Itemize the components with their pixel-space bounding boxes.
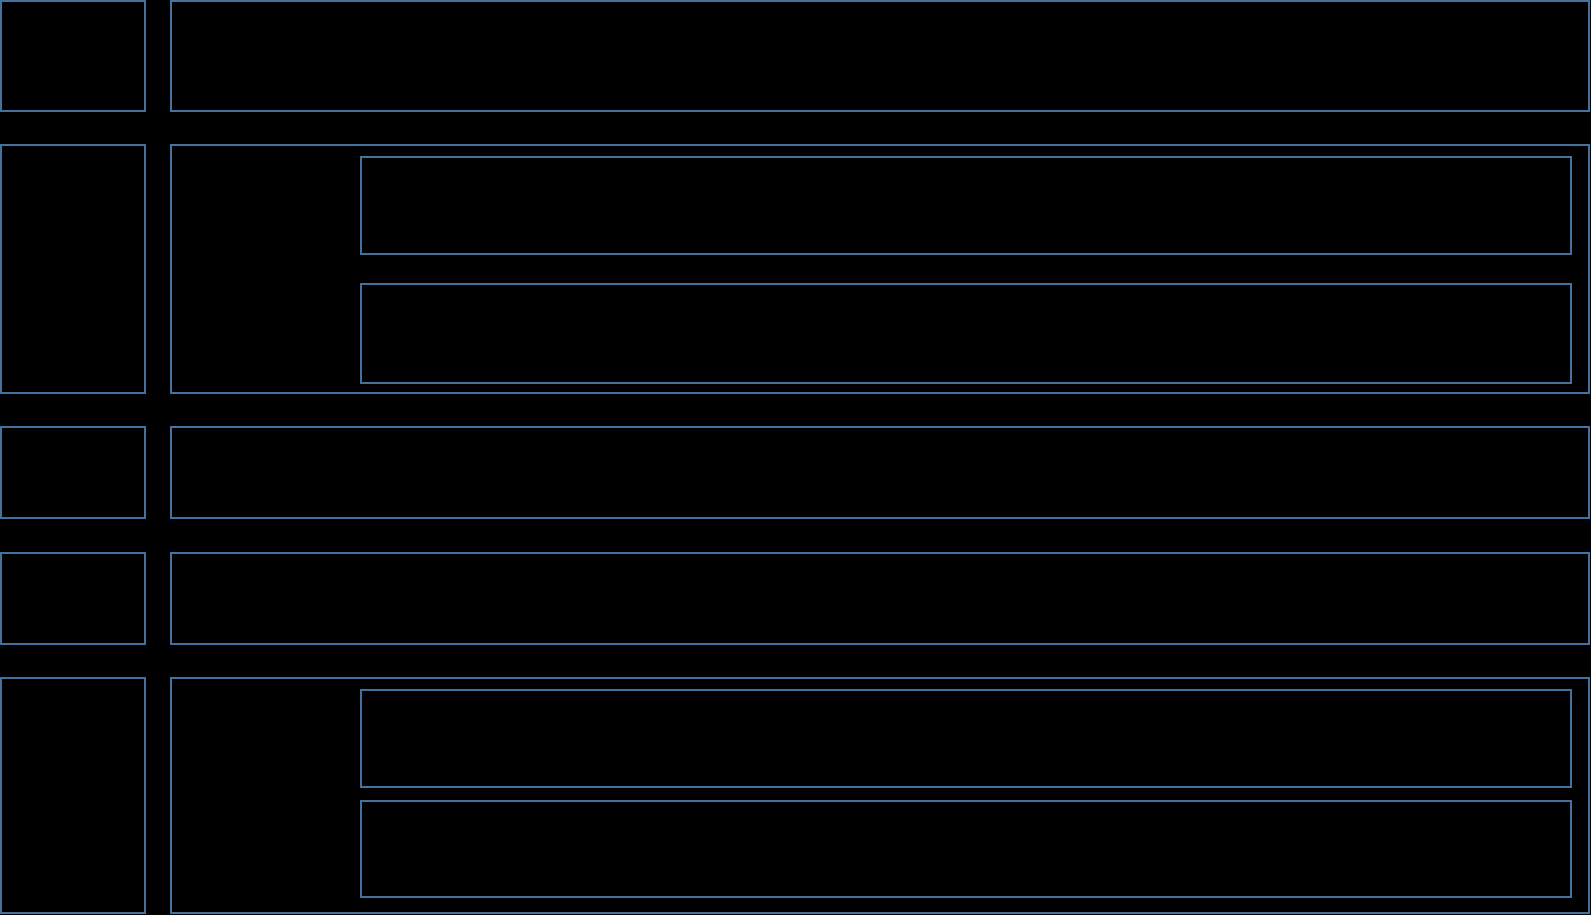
row1-label-box — [0, 0, 146, 112]
row3-label-box — [0, 426, 146, 519]
row1-content-box — [170, 0, 1590, 112]
row2-label-box — [0, 144, 146, 394]
row3-content-box — [170, 426, 1590, 519]
row2-field-box-1 — [360, 156, 1572, 255]
row5-field-box-2 — [360, 800, 1572, 898]
row5-field-box-1 — [360, 689, 1572, 788]
row5-content-box — [170, 677, 1590, 914]
row2-field-box-2 — [360, 283, 1572, 384]
row4-content-box — [170, 552, 1590, 645]
row5-label-box — [0, 677, 146, 914]
row4-label-box — [0, 552, 146, 645]
row2-content-box — [170, 144, 1590, 394]
